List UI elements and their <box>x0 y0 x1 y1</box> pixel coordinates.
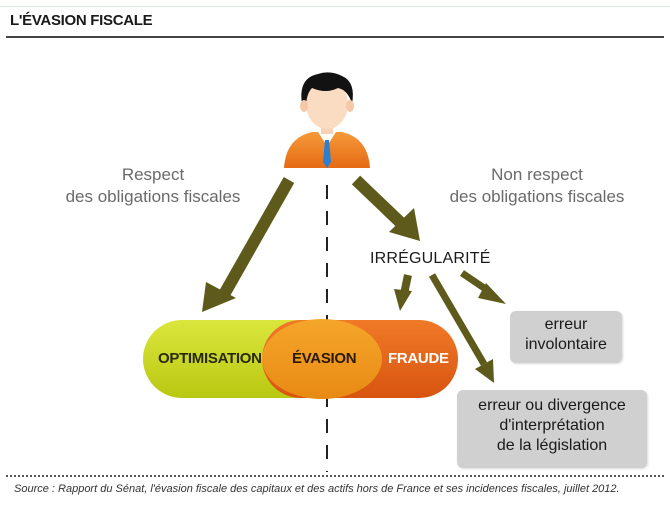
non-respect-label: Non respect des obligations fiscales <box>432 164 642 208</box>
erreur-involontaire-line1: erreur <box>544 316 588 333</box>
source-citation: Source : Rapport du Sénat, l'évasion fis… <box>14 483 620 495</box>
respect-label-line2: des obligations fiscales <box>65 187 241 206</box>
irregularite-label: IRRÉGULARITÉ <box>370 250 491 267</box>
respect-label: Respect des obligations fiscales <box>48 164 258 208</box>
erreur-involontaire-line2: involontaire <box>525 336 607 353</box>
respect-label-line1: Respect <box>121 165 185 184</box>
evasion-label: ÉVASION <box>292 350 357 367</box>
erreur-involontaire-box: erreur involontaire <box>510 311 622 363</box>
fraude-label: FRAUDE <box>388 350 449 367</box>
erreur-divergence-line3: de la législation <box>496 437 608 454</box>
source-divider <box>6 475 664 477</box>
erreur-divergence-line1: erreur ou divergence <box>478 397 626 414</box>
arrow-to-fraude <box>394 274 412 311</box>
page-title: L'ÉVASION FISCALE <box>10 12 153 29</box>
arrow-respect <box>202 177 295 312</box>
arrow-to-erreur-involontaire <box>460 270 506 304</box>
evasion-ellipse <box>262 319 382 399</box>
non-respect-label-line2: des obligations fiscales <box>449 187 625 206</box>
top-border <box>0 6 670 7</box>
arrow-non-respect <box>351 175 420 241</box>
erreur-divergence-box: erreur ou divergence d'interprétation de… <box>457 390 647 468</box>
title-divider <box>6 36 664 38</box>
optimisation-label: OPTIMISATION <box>158 350 262 367</box>
person-icon <box>284 72 370 168</box>
erreur-divergence-line2: d'interprétation <box>499 417 605 434</box>
arrow-to-erreur-divergence <box>428 273 494 383</box>
non-respect-label-line1: Non respect <box>491 165 583 184</box>
